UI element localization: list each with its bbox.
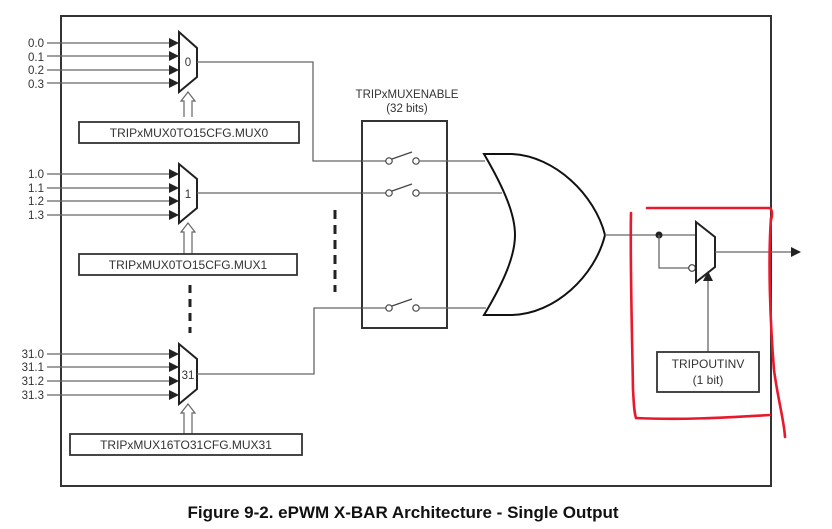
enable-switch	[362, 151, 485, 165]
select-arrow-icon	[179, 403, 197, 434]
outer-frame	[60, 15, 772, 487]
mux-0-label: 0	[185, 57, 191, 69]
input-label: 1.1	[28, 183, 44, 195]
input-label: 31.2	[22, 376, 44, 388]
input-label: 0.3	[28, 79, 44, 91]
mux-group-1: 1.0 1.1 1.2 1.3 1 TRIPxMUX0TO15CFG.MUX1	[28, 161, 362, 276]
input-label: 0.2	[28, 65, 44, 77]
output-mux-symbol	[695, 219, 716, 285]
input-label: 1.2	[28, 196, 44, 208]
config-register-label: TRIPxMUX16TO31CFG.MUX31	[100, 438, 272, 452]
input-label: 0.1	[28, 52, 44, 64]
mux-1-label: 1	[185, 189, 191, 201]
mux-1-symbol	[178, 161, 198, 226]
select-arrow-icon	[179, 222, 197, 254]
inverted-input-wire	[658, 235, 689, 269]
mux-0-symbol	[178, 29, 198, 95]
input-label: 1.0	[28, 169, 44, 181]
mux-group-0: 0.0 0.1 0.2 0.3 0 TRIPxMUX0TO15CFG.MUX0	[28, 29, 362, 162]
config-register-box	[78, 253, 298, 276]
mux-0-output-wire	[197, 61, 362, 162]
or-gate	[482, 153, 607, 316]
tripoutinv-box	[656, 351, 760, 393]
mux-group-31: 31.0 31.1 31.2 31.3 31 TRIPxMUX16TO31CFG…	[22, 307, 362, 456]
config-register-box	[69, 433, 303, 456]
enable-block-title: TRIPxMUXENABLE	[356, 89, 459, 101]
input-label: 31.1	[22, 362, 44, 374]
mux-31-symbol	[178, 341, 198, 407]
config-register-label: TRIPxMUX0TO15CFG.MUX1	[109, 258, 268, 272]
select-arrow-icon	[703, 271, 713, 281]
inversion-bubble	[688, 264, 696, 272]
enable-block: TRIPxMUXENABLE (32 bits)	[356, 89, 502, 329]
figure-caption: Figure 9-2. ePWM X-BAR Architecture - Si…	[187, 503, 618, 522]
output-inversion-stage: TRIPOUTINV (1 bit)	[655, 219, 801, 393]
input-label: 0.0	[28, 38, 44, 50]
tripoutinv-label: TRIPOUTINV	[672, 357, 745, 371]
mux-31-output-wire	[197, 307, 362, 375]
enable-block-box	[361, 120, 448, 329]
tripoutinv-subtitle: (1 bit)	[693, 373, 724, 387]
input-label: 1.3	[28, 210, 44, 222]
config-register-label: TRIPxMUX0TO15CFG.MUX0	[110, 126, 269, 140]
enable-block-subtitle: (32 bits)	[386, 103, 428, 115]
enable-switch	[362, 298, 486, 312]
enable-switch	[362, 183, 502, 197]
red-annotation-box	[629, 206, 787, 439]
select-arrow-icon	[179, 91, 197, 117]
mux-31-label: 31	[182, 370, 195, 382]
config-register-box	[78, 121, 300, 144]
input-label: 31.0	[22, 349, 44, 361]
input-label: 31.3	[22, 390, 44, 402]
